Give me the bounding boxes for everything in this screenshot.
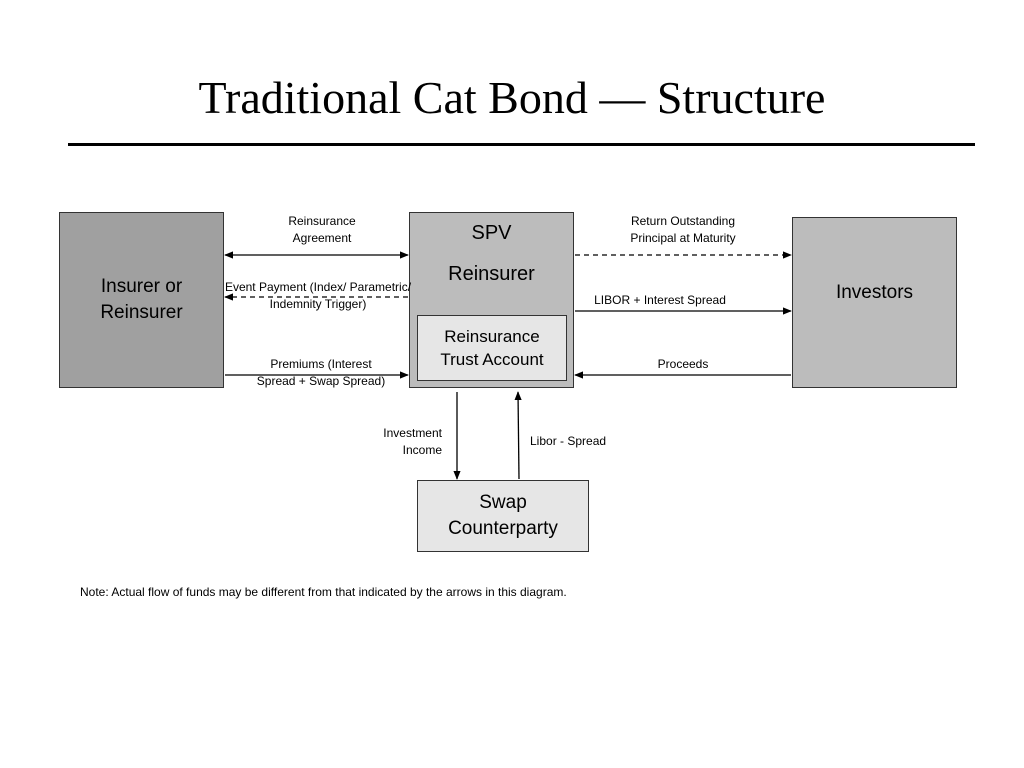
swap-counterparty-box: Swap Counterparty (417, 480, 589, 552)
spv-reinsurer-label: Reinsurer (448, 263, 535, 285)
footnote: Note: Actual flow of funds may be differ… (80, 585, 567, 599)
investors-label: Investors (835, 281, 914, 303)
swap-counterparty-label: Swap Counterparty (448, 492, 558, 539)
event-payment-label: Event Payment (Index/ Parametric/ Indemn… (224, 280, 412, 311)
title-underline (68, 143, 975, 146)
spv-label: SPV (471, 222, 512, 244)
libor-interest-label: LIBOR + Interest Spread (594, 293, 726, 307)
premiums-label: Premiums (Interest Spread + Swap Spread) (256, 357, 386, 388)
libor-spread-label: Libor - Spread (530, 434, 607, 448)
insurer-label: Insurer or Reinsurer (100, 276, 183, 323)
insurer-box: Insurer or Reinsurer (59, 212, 224, 388)
slide-title: Traditional Cat Bond — Structure (198, 72, 826, 123)
proceeds-label: Proceeds (657, 357, 709, 371)
reinsurance-agreement-label: Reinsurance Agreement (288, 214, 356, 245)
libor-spread-arrow (514, 391, 522, 480)
investment-income-label: Investment Income (383, 426, 442, 457)
trust-account-box: Reinsurance Trust Account (417, 315, 567, 381)
return-principal-label: Return Outstanding Principal at Maturity (630, 214, 736, 245)
investors-box: Investors (792, 217, 957, 388)
trust-account-label: Reinsurance Trust Account (440, 327, 544, 369)
